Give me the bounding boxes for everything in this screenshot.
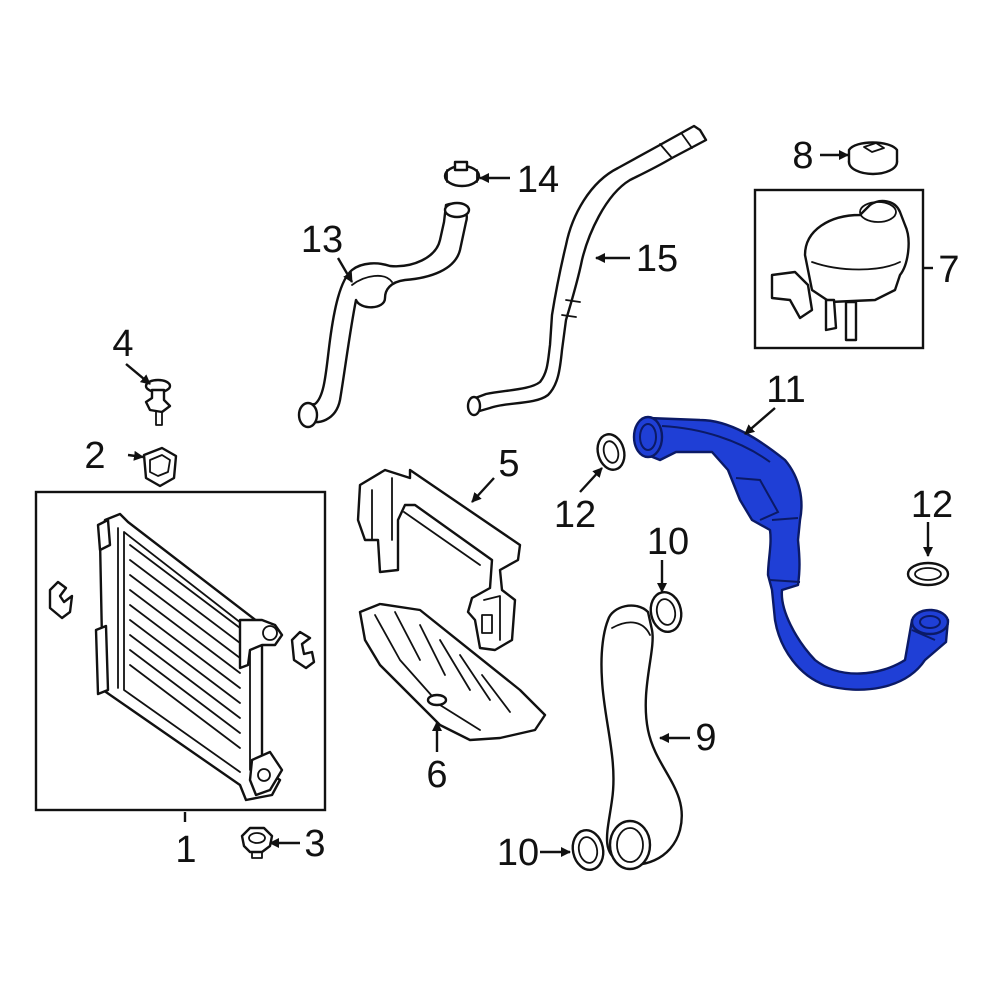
coolant-pipe-highlighted: [632, 415, 950, 691]
expansion-tank: [770, 199, 910, 342]
callout-12-right: 12: [911, 484, 953, 526]
callout-14: 14: [517, 159, 559, 201]
radiator: [94, 512, 284, 802]
seal-right: [906, 561, 950, 587]
callout-12-left: 12: [554, 494, 596, 536]
callout-10-upper: 10: [647, 521, 689, 563]
lower-coolant-hose: [600, 604, 683, 871]
callout-10-lower: 10: [497, 832, 539, 874]
o-ring-upper: [649, 590, 683, 634]
callout-4: 4: [112, 323, 133, 365]
highlighted-part: [638, 416, 950, 691]
upper-coolant-hose: [297, 201, 471, 429]
callout-13: 13: [301, 219, 343, 261]
radiator-support-frame: [356, 468, 522, 652]
hose-clamp: [443, 160, 481, 188]
callout-7: 7: [938, 249, 959, 291]
radiator-box: [34, 490, 327, 812]
radiator-group: [34, 490, 327, 812]
callout-3: 3: [304, 823, 325, 865]
expansion-tank-group: [753, 188, 925, 350]
callout-leaders: [125, 150, 933, 857]
callout-6: 6: [426, 754, 447, 796]
callout-5: 5: [498, 443, 519, 485]
upper-mount-bushing: [142, 446, 178, 488]
lower-mount: [240, 826, 274, 859]
callout-15: 15: [636, 238, 678, 280]
callout-8: 8: [792, 135, 813, 177]
seal-left: [596, 433, 626, 471]
callout-1: 1: [175, 829, 196, 871]
clip-left: [48, 580, 74, 620]
o-ring-lower: [571, 828, 605, 872]
callout-2: 2: [84, 435, 105, 477]
air-deflector: [358, 602, 547, 742]
callout-9: 9: [695, 717, 716, 759]
callout-labels: 1 2 3 4 5 6 7 8 9 10 10 11 12 12 13 14 1…: [84, 135, 959, 874]
retainer-pin: [144, 378, 172, 426]
clip-right: [290, 630, 316, 670]
reservoir-cap: [847, 141, 899, 176]
coolant-return-pipe: [466, 124, 708, 417]
callout-11: 11: [766, 369, 805, 411]
